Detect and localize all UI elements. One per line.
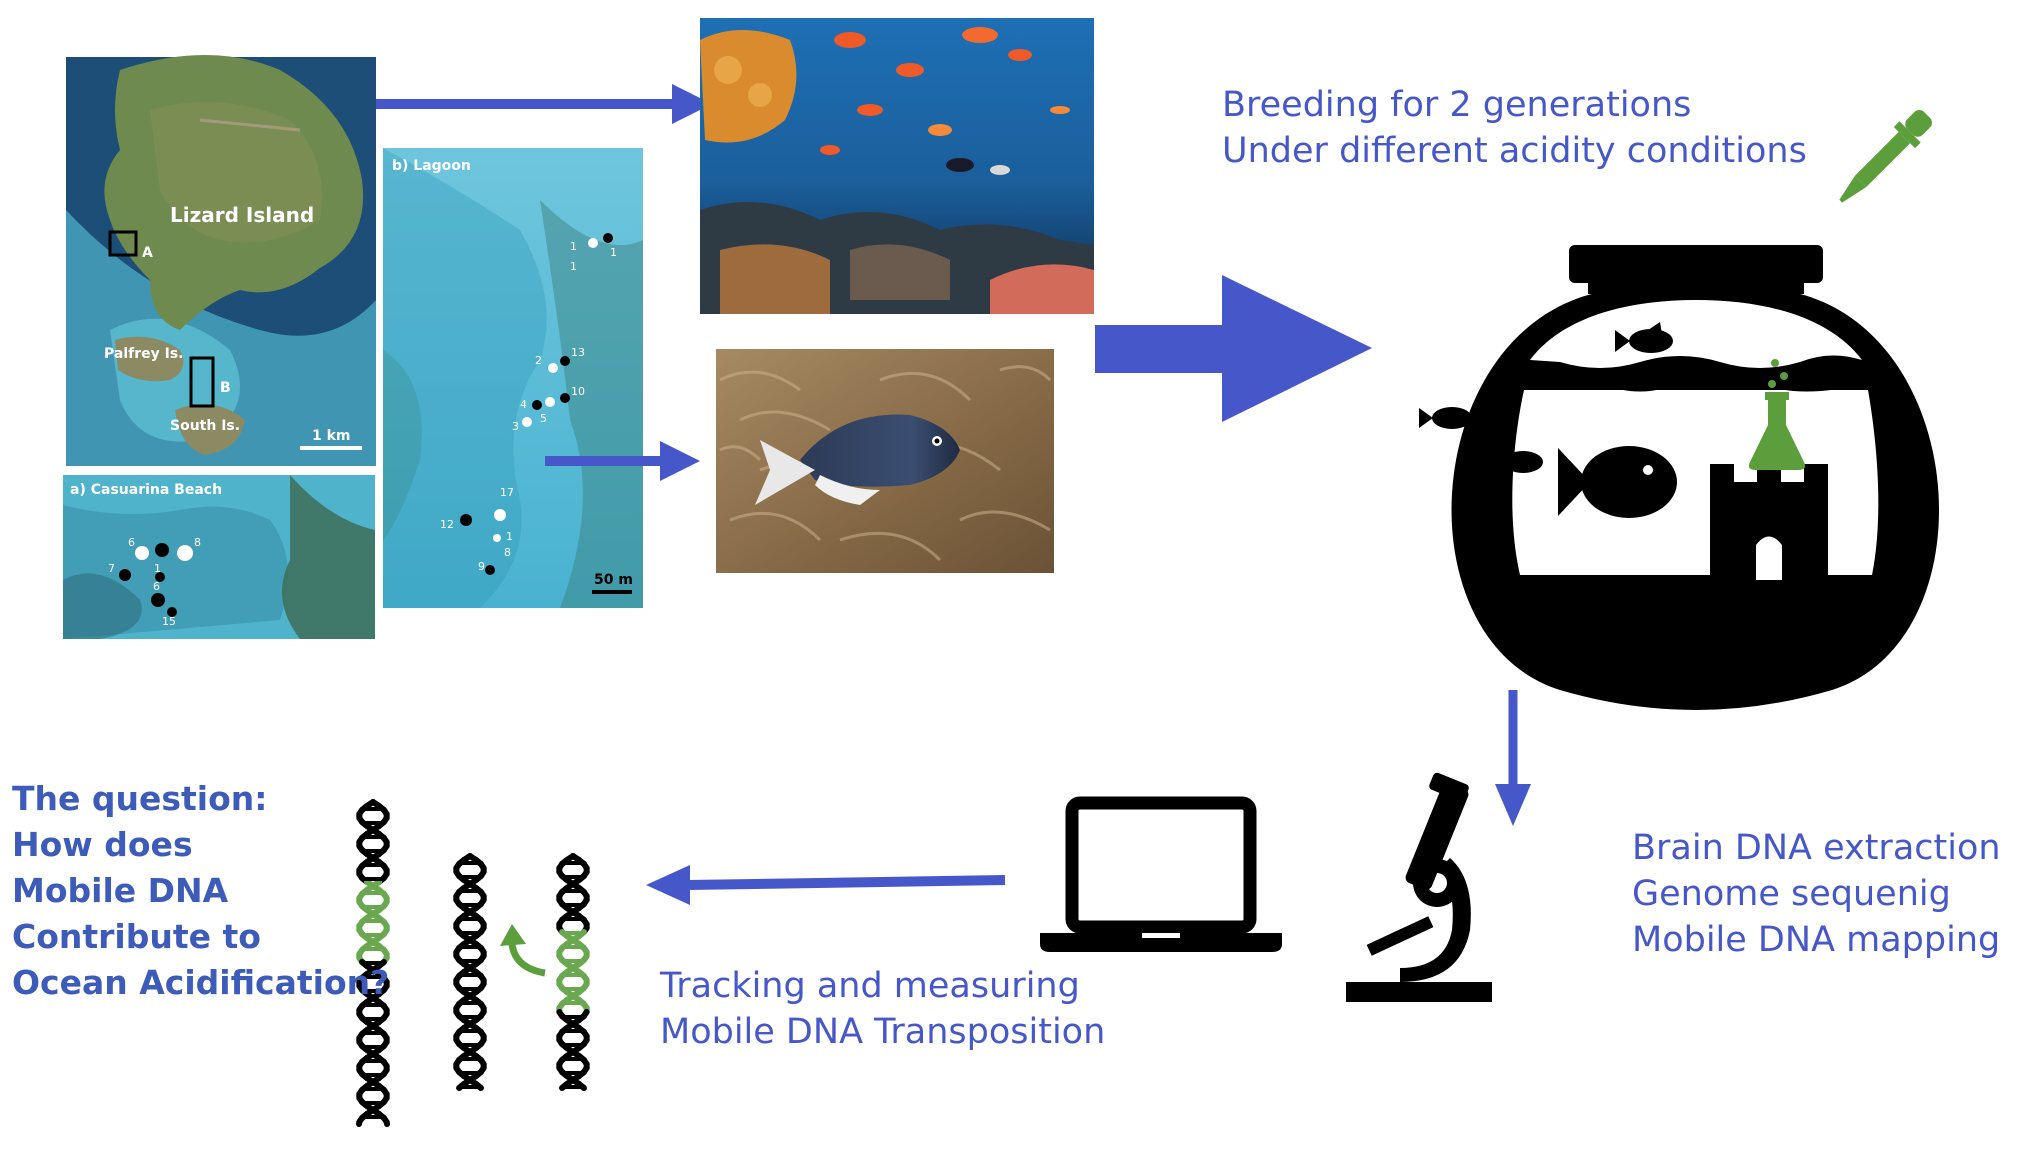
- arrow-laptop-to-dna: [646, 865, 1006, 905]
- question-line-5: Ocean Acidification?: [12, 963, 390, 1002]
- extraction-line-1: Brain DNA extraction: [1632, 828, 2001, 868]
- inset-a-num: 6: [153, 580, 160, 593]
- flask-icon: [1748, 359, 1806, 470]
- big-fish-icon: [1558, 446, 1677, 518]
- inset-b-num: 10: [571, 385, 585, 398]
- coral-reef-photo: [700, 18, 1094, 314]
- question-line-1: The question:: [12, 779, 268, 818]
- laptop-icon: [1040, 796, 1282, 952]
- tracking-line-1: Tracking and measuring: [660, 966, 1080, 1006]
- arrow-map-to-reef: [376, 84, 712, 124]
- inset-a-num: 8: [194, 536, 201, 549]
- inset-b-num: 1: [570, 260, 577, 273]
- map-box-b: [189, 356, 215, 408]
- fishbowl-icon: [1419, 245, 1940, 710]
- inset-b-num: 8: [504, 546, 511, 559]
- question-line-4: Contribute to: [12, 917, 261, 956]
- extraction-line-3: Mobile DNA mapping: [1632, 920, 2001, 960]
- inset-b-num: 1: [506, 530, 513, 543]
- microscope-icon: [1346, 772, 1492, 1002]
- inset-b-title: b) Lagoon: [392, 158, 471, 174]
- breeding-line-2: Under different acidity conditions: [1222, 131, 1807, 171]
- inset-b-num: 17: [500, 486, 514, 499]
- surface-fish-icon: [1615, 322, 1673, 353]
- inset-b-num: 5: [540, 412, 547, 425]
- map-palfrey-label: Palfrey Is.: [104, 346, 183, 362]
- inset-b-num: 1: [570, 240, 577, 253]
- inset-b-num: 9: [478, 560, 485, 573]
- breeding-line-1: Breeding for 2 generations: [1222, 85, 1692, 125]
- inset-a-num: 15: [162, 615, 176, 628]
- dna-helix-transposed: [556, 853, 590, 1091]
- tracking-line-2: Mobile DNA Transposition: [660, 1012, 1106, 1052]
- arrow-lagoon-to-fish: [545, 441, 700, 481]
- map-south-label: South Is.: [170, 418, 240, 434]
- dna-helix-icon: [356, 799, 590, 1127]
- inset-b-num: 4: [520, 398, 527, 411]
- lizard-island-map: A B Lizard Island Palfrey Is. South Is. …: [66, 55, 376, 466]
- dna-helix-target: [453, 853, 487, 1091]
- map-box-a: [108, 230, 138, 257]
- tracking-caption: Tracking and measuring Mobile DNA Transp…: [660, 963, 1105, 1055]
- question-line-3: Mobile DNA: [12, 871, 229, 910]
- arrow-to-fishbowl: [1095, 275, 1372, 422]
- extraction-line-2: Genome sequenig: [1632, 874, 1951, 914]
- castle-icon: [1710, 464, 1828, 580]
- inset-b-num: 12: [440, 518, 454, 531]
- breeding-caption: Breeding for 2 generations Under differe…: [1222, 82, 1807, 174]
- map-scale-label: 1 km: [312, 428, 351, 444]
- inset-a-num: 1: [154, 562, 161, 575]
- jumping-fish-icon: [1419, 407, 1472, 429]
- inset-a-title: a) Casuarina Beach: [70, 482, 222, 498]
- dna-helix-original: [356, 799, 390, 1127]
- inset-a-num: 6: [128, 536, 135, 549]
- casuarina-beach-inset: a) Casuarina Beach 6 8 7 1 6 15: [63, 475, 375, 639]
- question-caption: The question: How does Mobile DNA Contri…: [12, 776, 389, 1006]
- lagoon-inset: b) Lagoon 1 1 1 2 13 4 10 3 5 17 12 1 8 …: [383, 148, 643, 608]
- map-island-label: Lizard Island: [170, 203, 314, 227]
- pipette-icon: [1839, 110, 1932, 203]
- question-line-2: How does: [12, 825, 193, 864]
- transposition-arrow: [500, 924, 546, 977]
- map-box-b-label: B: [220, 380, 231, 396]
- inset-b-num: 1: [610, 246, 617, 259]
- inset-b-num: 13: [571, 346, 585, 359]
- map-box-a-label: A: [142, 245, 153, 261]
- arrow-fishbowl-to-microscope: [1495, 690, 1531, 826]
- damselfish-photo: [716, 349, 1054, 573]
- lagoon-scale-label: 50 m: [594, 572, 633, 588]
- inset-b-num: 2: [535, 354, 542, 367]
- inset-a-num: 7: [108, 562, 115, 575]
- small-fish-icon: [1490, 451, 1543, 473]
- extraction-caption: Brain DNA extraction Genome sequenig Mob…: [1632, 825, 2001, 963]
- inset-b-num: 3: [512, 420, 519, 433]
